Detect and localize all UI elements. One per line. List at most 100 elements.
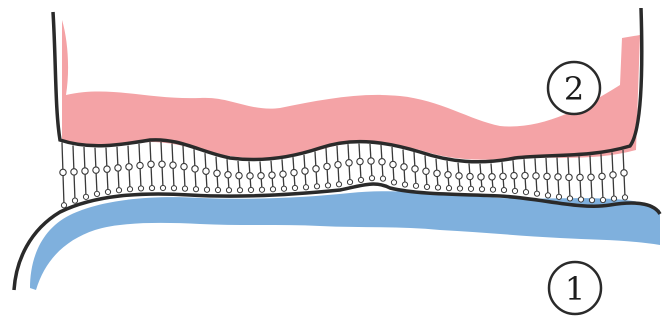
linker-head xyxy=(203,168,209,174)
linker-foot xyxy=(622,195,627,200)
linker-foot xyxy=(490,187,495,192)
linker-foot xyxy=(589,198,594,203)
linker-foot xyxy=(369,176,374,181)
linker-foot xyxy=(358,177,363,182)
linker-head xyxy=(511,172,517,178)
linker-head xyxy=(445,172,451,178)
linker-foot xyxy=(270,187,275,192)
linker-head xyxy=(126,164,132,170)
linker-head xyxy=(148,161,154,167)
linker-head xyxy=(192,166,198,172)
linker-foot xyxy=(435,185,440,190)
linker-foot xyxy=(501,187,506,192)
linker-foot xyxy=(336,182,341,187)
linker-head xyxy=(60,169,66,175)
linker-foot xyxy=(424,184,429,189)
linker-foot xyxy=(523,189,528,194)
linker-foot xyxy=(578,197,583,202)
linker-head xyxy=(324,163,330,169)
linker-foot xyxy=(61,203,66,208)
linker-head xyxy=(566,174,572,180)
linker-head xyxy=(313,166,319,172)
linker-foot xyxy=(303,185,308,190)
linker-foot xyxy=(457,186,462,191)
linker-head xyxy=(368,158,374,164)
linker-foot xyxy=(94,191,99,196)
linker-foot xyxy=(182,186,187,191)
linker-foot xyxy=(545,193,550,198)
linker-foot xyxy=(138,186,143,191)
linker-head xyxy=(115,165,121,171)
linker-head xyxy=(302,168,308,174)
linker-head xyxy=(170,162,176,168)
linker-head xyxy=(610,172,616,178)
linker-foot xyxy=(391,180,396,185)
linker-foot xyxy=(413,183,418,188)
linker-foot xyxy=(325,183,330,188)
linker-head xyxy=(357,158,363,164)
linker-head xyxy=(82,168,88,174)
linker-head xyxy=(379,159,385,165)
linker-foot xyxy=(468,186,473,191)
linker-head xyxy=(599,173,605,179)
linker-head xyxy=(621,170,627,176)
linker-foot xyxy=(479,187,484,192)
linker-head xyxy=(522,172,528,178)
linker-head xyxy=(401,164,407,170)
linker-head xyxy=(588,174,594,180)
callout-1: 1 xyxy=(549,262,601,314)
linker-head xyxy=(137,162,143,168)
linker-foot xyxy=(160,185,165,190)
linker-head xyxy=(104,166,110,172)
linker-foot xyxy=(204,187,209,192)
linker-head xyxy=(71,169,77,175)
linker-head xyxy=(412,166,418,172)
linker-foot xyxy=(105,189,110,194)
linker-foot xyxy=(127,187,132,192)
linker-foot xyxy=(83,194,88,199)
linker-foot xyxy=(292,185,297,190)
linker-foot xyxy=(512,188,517,193)
linker-head xyxy=(280,171,286,177)
linker-foot xyxy=(556,194,561,199)
linker-foot xyxy=(149,185,154,190)
linker-foot xyxy=(314,184,319,189)
callout-1-text: 1 xyxy=(565,270,585,308)
linker-head xyxy=(258,173,264,179)
linker-head xyxy=(236,172,242,178)
linker-head xyxy=(225,172,231,178)
linker-foot xyxy=(248,187,253,192)
linker-head xyxy=(335,161,341,167)
linker-foot xyxy=(600,197,605,202)
linker-head xyxy=(346,160,352,166)
linker-head xyxy=(577,174,583,180)
linker-foot xyxy=(193,187,198,192)
linker-foot xyxy=(446,186,451,191)
linker-head xyxy=(269,172,275,178)
linker-foot xyxy=(567,196,572,201)
linker-head xyxy=(500,173,506,179)
linker-head xyxy=(555,174,561,180)
linker-head xyxy=(478,174,484,180)
linker-foot xyxy=(226,188,231,193)
linker-foot xyxy=(259,187,264,192)
callout-2-text: 2 xyxy=(564,70,584,108)
linker-head xyxy=(247,173,253,179)
linker-foot xyxy=(72,198,77,203)
linker-head xyxy=(456,173,462,179)
linker-head xyxy=(467,173,473,179)
linker-head xyxy=(93,167,99,173)
linker-head xyxy=(533,173,539,179)
linker-foot xyxy=(215,187,220,192)
linker-foot xyxy=(281,186,286,191)
linker-foot xyxy=(171,186,176,191)
linker-head xyxy=(291,169,297,175)
linker-foot xyxy=(116,188,121,193)
linker-head xyxy=(159,161,165,167)
linker-head xyxy=(181,163,187,169)
callout-2: 2 xyxy=(548,62,600,114)
linker-foot xyxy=(611,196,616,201)
linker-foot xyxy=(534,191,539,196)
